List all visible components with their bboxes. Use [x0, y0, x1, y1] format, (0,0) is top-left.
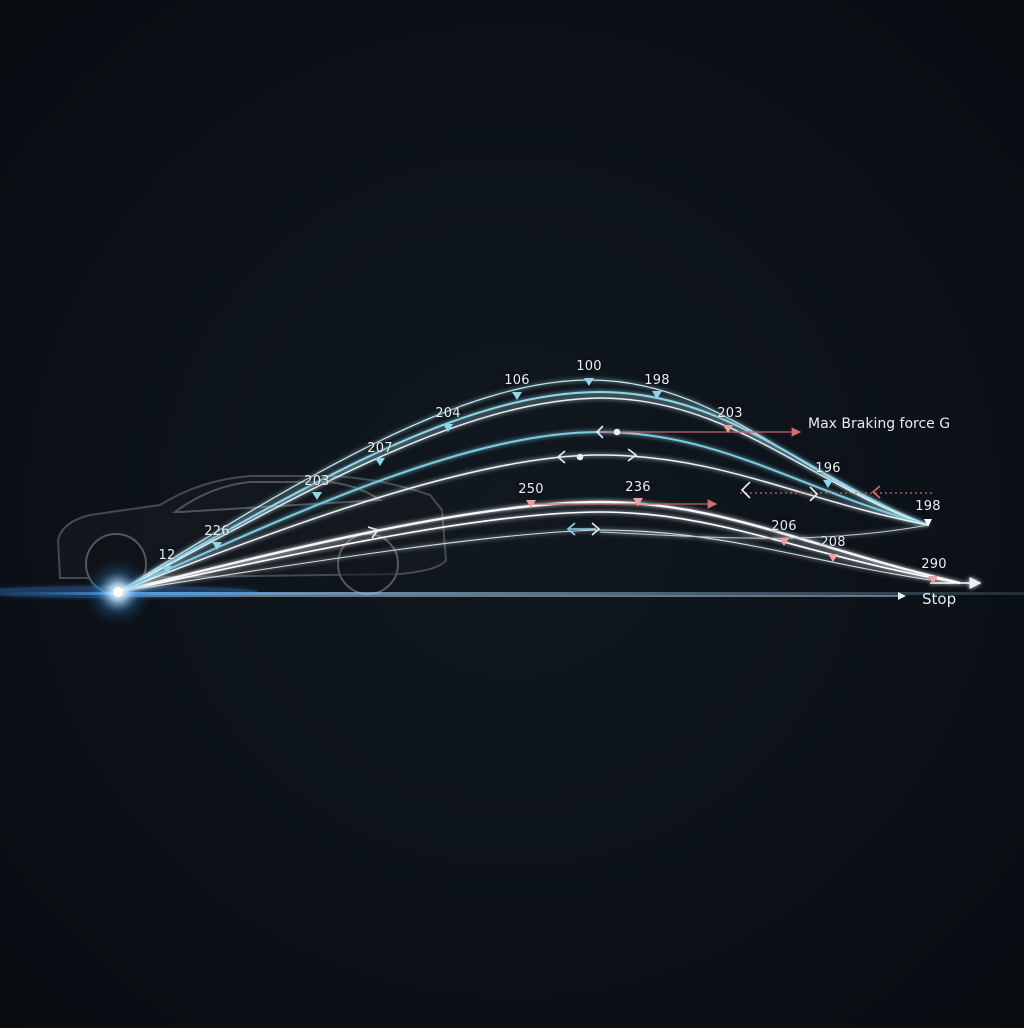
point-label: 207 — [367, 441, 393, 456]
point-label: 198 — [915, 499, 941, 514]
max-braking-annotation: Max Braking force G — [808, 416, 951, 432]
point-label: 226 — [204, 524, 230, 539]
point-label: 290 — [921, 557, 947, 572]
point-label: 203 — [717, 406, 743, 421]
point-label: 206 — [771, 519, 797, 534]
point-label: 204 — [435, 406, 461, 421]
point-label: 208 — [820, 535, 846, 550]
point-label: 106 — [504, 373, 530, 388]
force-guides — [531, 427, 935, 509]
point-label: 196 — [815, 461, 841, 476]
point-label: 198 — [644, 373, 670, 388]
ground-streak — [0, 592, 1024, 595]
stop-label: Stop — [922, 590, 957, 608]
curve-bundle — [117, 379, 982, 594]
point-label: 250 — [518, 482, 544, 497]
point-label: 100 — [576, 359, 602, 374]
point-label: 236 — [625, 480, 651, 495]
point-label: 12 — [158, 548, 176, 563]
red-markers — [526, 425, 938, 584]
point-label: 203 — [304, 474, 330, 489]
direction-chevrons — [367, 425, 881, 539]
blue-markers — [162, 378, 932, 574]
